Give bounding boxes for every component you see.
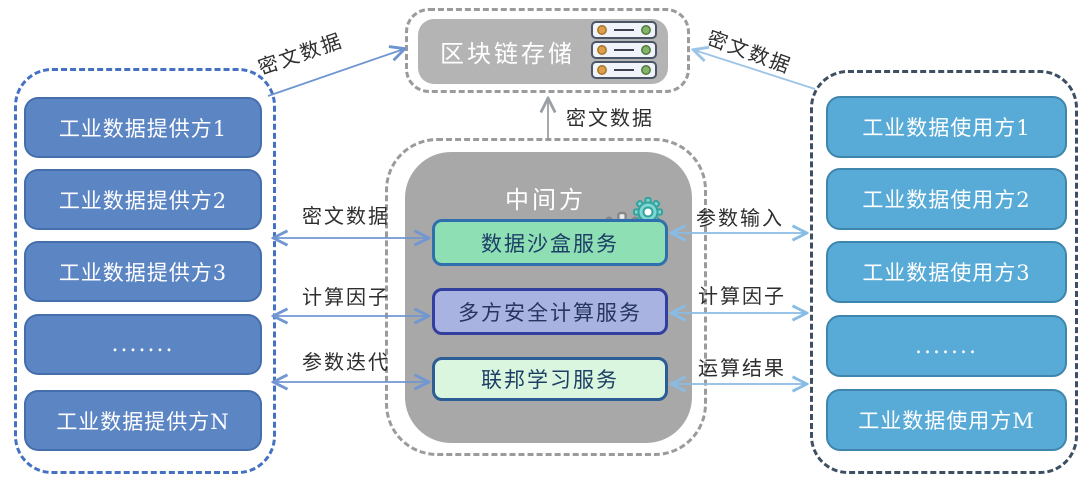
service-data-sandbox: 数据沙盒服务: [432, 219, 668, 266]
consumer-group: 工业数据使用方1 工业数据使用方2 工业数据使用方3 ....... 工业数据使…: [810, 70, 1078, 474]
provider-box-ellipsis: .......: [24, 314, 262, 375]
provider-box-n: 工业数据提供方N: [24, 390, 262, 451]
ellipsis-label: .......: [111, 332, 175, 357]
provider-label: 工业数据提供方3: [58, 260, 228, 285]
consumer-box-1: 工业数据使用方1: [826, 96, 1067, 158]
service-label: 数据沙盒服务: [481, 231, 619, 256]
provider-label: 工业数据提供方1: [58, 116, 228, 141]
label-left-ciphertext: 密文数据: [302, 204, 390, 228]
label-right-result: 运算结果: [698, 356, 786, 380]
provider-box-1: 工业数据提供方1: [24, 97, 262, 158]
service-mpc: 多方安全计算服务: [432, 288, 668, 335]
server-stack-icon: [590, 20, 660, 84]
provider-group: 工业数据提供方1 工业数据提供方2 工业数据提供方3 ....... 工业数据提…: [14, 68, 276, 474]
service-federated-learning: 联邦学习服务: [432, 357, 668, 401]
consumer-label: 工业数据使用方M: [858, 409, 1035, 433]
label-ciphertext-vertical: 密文数据: [566, 106, 654, 130]
provider-label: 工业数据提供方N: [56, 409, 230, 434]
consumer-box-3: 工业数据使用方3: [826, 241, 1067, 303]
consumer-box-ellipsis: .......: [826, 315, 1067, 377]
label-left-param-iteration: 参数迭代: [302, 350, 390, 374]
consumer-label: 工业数据使用方2: [862, 188, 1031, 212]
service-label: 联邦学习服务: [481, 368, 619, 392]
consumer-label: 工业数据使用方3: [862, 261, 1031, 285]
intermediary-dash-frame: [385, 138, 707, 456]
blockchain-title: 区块链存储: [440, 40, 575, 68]
label-ciphertext-topright: 密文数据: [704, 25, 795, 79]
consumer-label: 工业数据使用方1: [862, 116, 1031, 140]
provider-box-3: 工业数据提供方3: [24, 241, 262, 302]
label-ciphertext-topleft: 密文数据: [254, 28, 346, 80]
intermediary-header: 中间方: [405, 158, 692, 259]
label-right-compute-factor: 计算因子: [698, 284, 786, 308]
service-label: 多方安全计算服务: [458, 300, 642, 325]
label-right-param-input: 参数输入: [696, 206, 784, 230]
consumer-box-m: 工业数据使用方M: [826, 389, 1067, 451]
intermediary-title: 中间方: [505, 185, 586, 214]
label-left-compute-factor: 计算因子: [302, 285, 390, 309]
blockchain-storage-box: 区块链存储: [418, 19, 668, 84]
ellipsis-label: .......: [915, 333, 978, 359]
provider-box-2: 工业数据提供方2: [24, 169, 262, 230]
provider-label: 工业数据提供方2: [58, 188, 228, 213]
consumer-box-2: 工业数据使用方2: [826, 168, 1067, 230]
